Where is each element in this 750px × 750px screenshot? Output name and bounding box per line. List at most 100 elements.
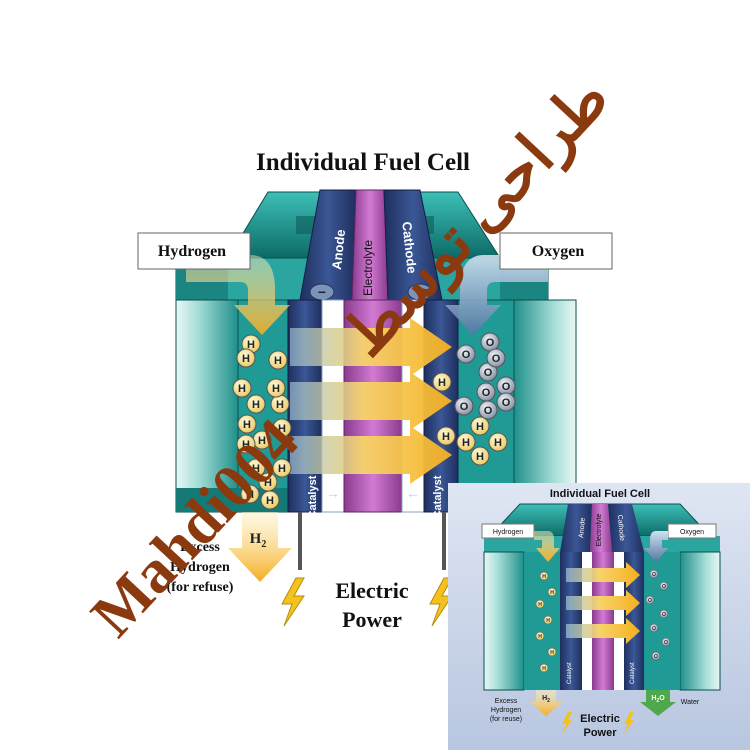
hydrogen-atom: H bbox=[436, 426, 456, 446]
watermark-arabic-text: طراحی توسط bbox=[331, 65, 623, 371]
svg-text:H: H bbox=[246, 489, 254, 501]
inset-oxygen-atom: O bbox=[649, 569, 659, 579]
svg-text:H: H bbox=[266, 495, 274, 507]
svg-text:O: O bbox=[484, 367, 493, 379]
hydrogen-atom: H bbox=[258, 472, 278, 492]
hydrogen-atom: H bbox=[232, 378, 252, 398]
svg-text:H: H bbox=[538, 634, 542, 640]
cathode-label: Cathode bbox=[399, 221, 419, 274]
inset-cathode-catalyst-label: Catalyst bbox=[630, 662, 636, 684]
cathode-catalyst-label: Catalyst bbox=[432, 475, 444, 518]
svg-text:O: O bbox=[502, 397, 511, 409]
page-title: Individual Fuel Cell bbox=[256, 149, 470, 176]
inset-title: Individual Fuel Cell bbox=[550, 488, 650, 500]
svg-text:O: O bbox=[486, 337, 495, 349]
hydrogen-atom: H bbox=[470, 446, 490, 466]
hydrogen-atom: H bbox=[237, 414, 257, 434]
hydrogen-atom: H bbox=[266, 378, 286, 398]
inset-h2-label: H2 bbox=[542, 695, 550, 704]
inset-h2o-label: H2O bbox=[651, 695, 665, 704]
svg-text:H: H bbox=[438, 377, 446, 389]
inset-oxygen-atom: O bbox=[649, 623, 659, 633]
svg-text:H: H bbox=[550, 590, 554, 596]
svg-text:H: H bbox=[264, 477, 272, 489]
oxygen-atom: O bbox=[456, 344, 476, 364]
power-label: Power bbox=[342, 607, 402, 632]
hydrogen-outlet-arrow: H2 bbox=[228, 512, 292, 582]
excess-label: Excess bbox=[180, 540, 220, 555]
inset-hydrogen-atom: H bbox=[535, 599, 545, 609]
svg-text:H: H bbox=[252, 399, 260, 411]
lightning-left-icon bbox=[281, 577, 305, 627]
svg-text:O: O bbox=[652, 626, 656, 632]
hydrogen-atom: H bbox=[456, 432, 476, 452]
cathode-wedge: Cathode + bbox=[383, 189, 443, 301]
anode-label: Anode bbox=[329, 229, 348, 271]
inset-electrolyte-label: Electrolyte bbox=[596, 514, 603, 547]
inset-oxygen-label: Oxygen bbox=[680, 529, 704, 536]
inset-anode-label: Anode bbox=[578, 517, 587, 538]
electrolyte-label: Electrolyte bbox=[361, 240, 375, 296]
svg-text:H: H bbox=[538, 602, 542, 608]
hydrogen-atom: H bbox=[240, 484, 260, 504]
svg-text:O: O bbox=[460, 401, 469, 413]
electrode-leads bbox=[298, 512, 446, 570]
excess-hydrogen-label: Hydrogen bbox=[170, 560, 230, 575]
watermark-latin-text: Mahdi004 bbox=[79, 407, 312, 650]
svg-text:H: H bbox=[542, 666, 546, 672]
svg-text:O: O bbox=[484, 405, 493, 417]
inset-hydrogen-atom: H bbox=[547, 587, 557, 597]
svg-text:H: H bbox=[242, 353, 250, 365]
inset-electric-label: Electric bbox=[580, 713, 620, 725]
hydrogen-atom: H bbox=[236, 434, 256, 454]
svg-text:H: H bbox=[278, 463, 286, 475]
svg-text:H: H bbox=[476, 421, 484, 433]
h2-label: H2 bbox=[250, 531, 267, 550]
oxygen-inlet-arrow: Oxygen bbox=[445, 232, 613, 335]
inset-hydrogen-atom: H bbox=[543, 615, 553, 625]
inset-lightning-right-icon bbox=[624, 712, 634, 734]
oxygen-atom: O bbox=[496, 392, 516, 412]
inset-hydrogen-atom: H bbox=[547, 647, 557, 657]
svg-text:H: H bbox=[462, 437, 470, 449]
hydrogen-atom: H bbox=[272, 458, 292, 478]
svg-text:H: H bbox=[550, 650, 554, 656]
svg-text:O: O bbox=[662, 584, 666, 590]
svg-text:H: H bbox=[252, 463, 260, 475]
oxygen-atom: O bbox=[478, 400, 498, 420]
svg-text:O: O bbox=[648, 598, 652, 604]
hydrogen-atom: H bbox=[260, 490, 280, 510]
inset-power-label: Power bbox=[583, 727, 617, 739]
svg-text:O: O bbox=[482, 387, 491, 399]
svg-text:H: H bbox=[542, 574, 546, 580]
hydrogen-atom: H bbox=[488, 432, 508, 452]
svg-text:O: O bbox=[664, 640, 668, 646]
oxygen-atom: O bbox=[486, 348, 506, 368]
inset-water-label: Water bbox=[681, 699, 700, 706]
oxygen-label: Oxygen bbox=[532, 243, 585, 260]
inset-oxygen-atom: O bbox=[659, 609, 669, 619]
anode-wedge: Anode − bbox=[299, 189, 357, 301]
svg-text:O: O bbox=[654, 654, 658, 660]
ion-arrow-left: → bbox=[326, 485, 340, 501]
svg-text:O: O bbox=[502, 381, 511, 393]
svg-text:O: O bbox=[462, 349, 471, 361]
inset-excess-hydrogen-label: Hydrogen bbox=[491, 707, 521, 714]
electric-label: Electric bbox=[335, 578, 409, 603]
svg-text:H: H bbox=[476, 451, 484, 463]
hydrogen-atom: H bbox=[236, 348, 256, 368]
inset-anode-catalyst-label: Catalyst bbox=[567, 662, 573, 684]
svg-text:H: H bbox=[243, 419, 251, 431]
svg-text:H: H bbox=[274, 355, 282, 367]
svg-text:O: O bbox=[662, 612, 666, 618]
svg-text:H: H bbox=[494, 437, 502, 449]
ion-arrow-right: ← bbox=[406, 485, 420, 501]
svg-text:H: H bbox=[242, 439, 250, 451]
svg-text:O: O bbox=[492, 353, 501, 365]
inset-oxygen-atom: O bbox=[661, 637, 671, 647]
inset-hydrogen-atoms: H H H H H H H bbox=[535, 571, 557, 673]
